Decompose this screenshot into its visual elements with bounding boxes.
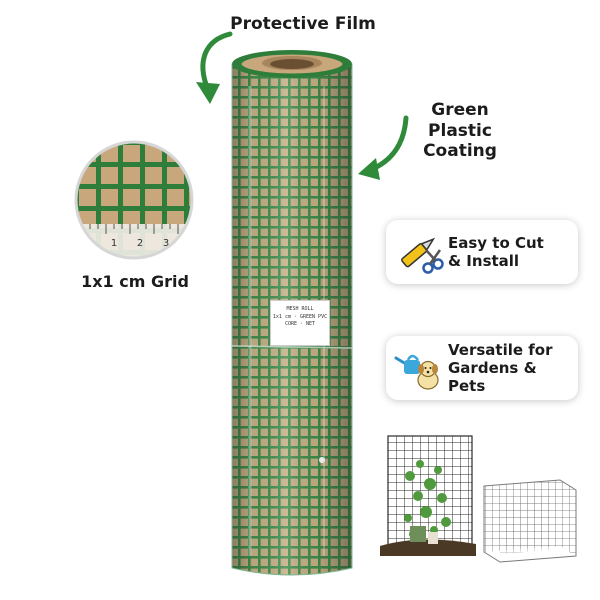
feature-cut-line1: Easy to Cut bbox=[448, 233, 544, 252]
feature-cut-line2: & Install bbox=[448, 252, 520, 270]
green-coating-label-line2: Coating bbox=[423, 141, 497, 162]
green-coating-label: Green Plastic Coating bbox=[398, 100, 522, 162]
product-label: MESH ROLL 1x1 cm · GREEN PVC CORE · NET bbox=[270, 300, 330, 346]
product-label-line3: CORE · NET bbox=[284, 321, 316, 327]
ruler-tick-3: 3 bbox=[163, 238, 169, 249]
product-label-line2: 1x1 cm · GREEN PVC bbox=[272, 313, 328, 320]
ruler-tick-1: 1 bbox=[111, 238, 117, 249]
ruler-tick-2: 2 bbox=[137, 238, 143, 249]
feature-cut-text: Easy to Cut & Install bbox=[448, 234, 544, 271]
grid-zoom-circle: 1 2 3 bbox=[74, 140, 194, 260]
product-label-line1: MESH ROLL bbox=[286, 306, 314, 312]
scissors-cutter-icon bbox=[401, 237, 444, 274]
feature-versatile-line2: Gardens & Pets bbox=[448, 358, 537, 396]
garden-fence-illustration bbox=[380, 435, 577, 563]
green-coating-label-line1: Green Plastic bbox=[428, 100, 492, 141]
feature-versatile-text: Versatile for Gardens & Pets bbox=[448, 341, 578, 396]
feature-versatile-line1: Versatile for bbox=[448, 340, 553, 359]
feature-card-cut: Easy to Cut & Install bbox=[386, 220, 578, 284]
arrow-film-icon bbox=[196, 31, 233, 104]
arrow-coating-icon bbox=[358, 115, 409, 180]
grid-size-label: 1x1 cm Grid bbox=[81, 272, 189, 291]
watering-can-dog-icon bbox=[394, 354, 439, 390]
protective-film-label: Protective Film bbox=[230, 14, 376, 34]
feature-card-versatile: Versatile for Gardens & Pets bbox=[386, 336, 578, 400]
